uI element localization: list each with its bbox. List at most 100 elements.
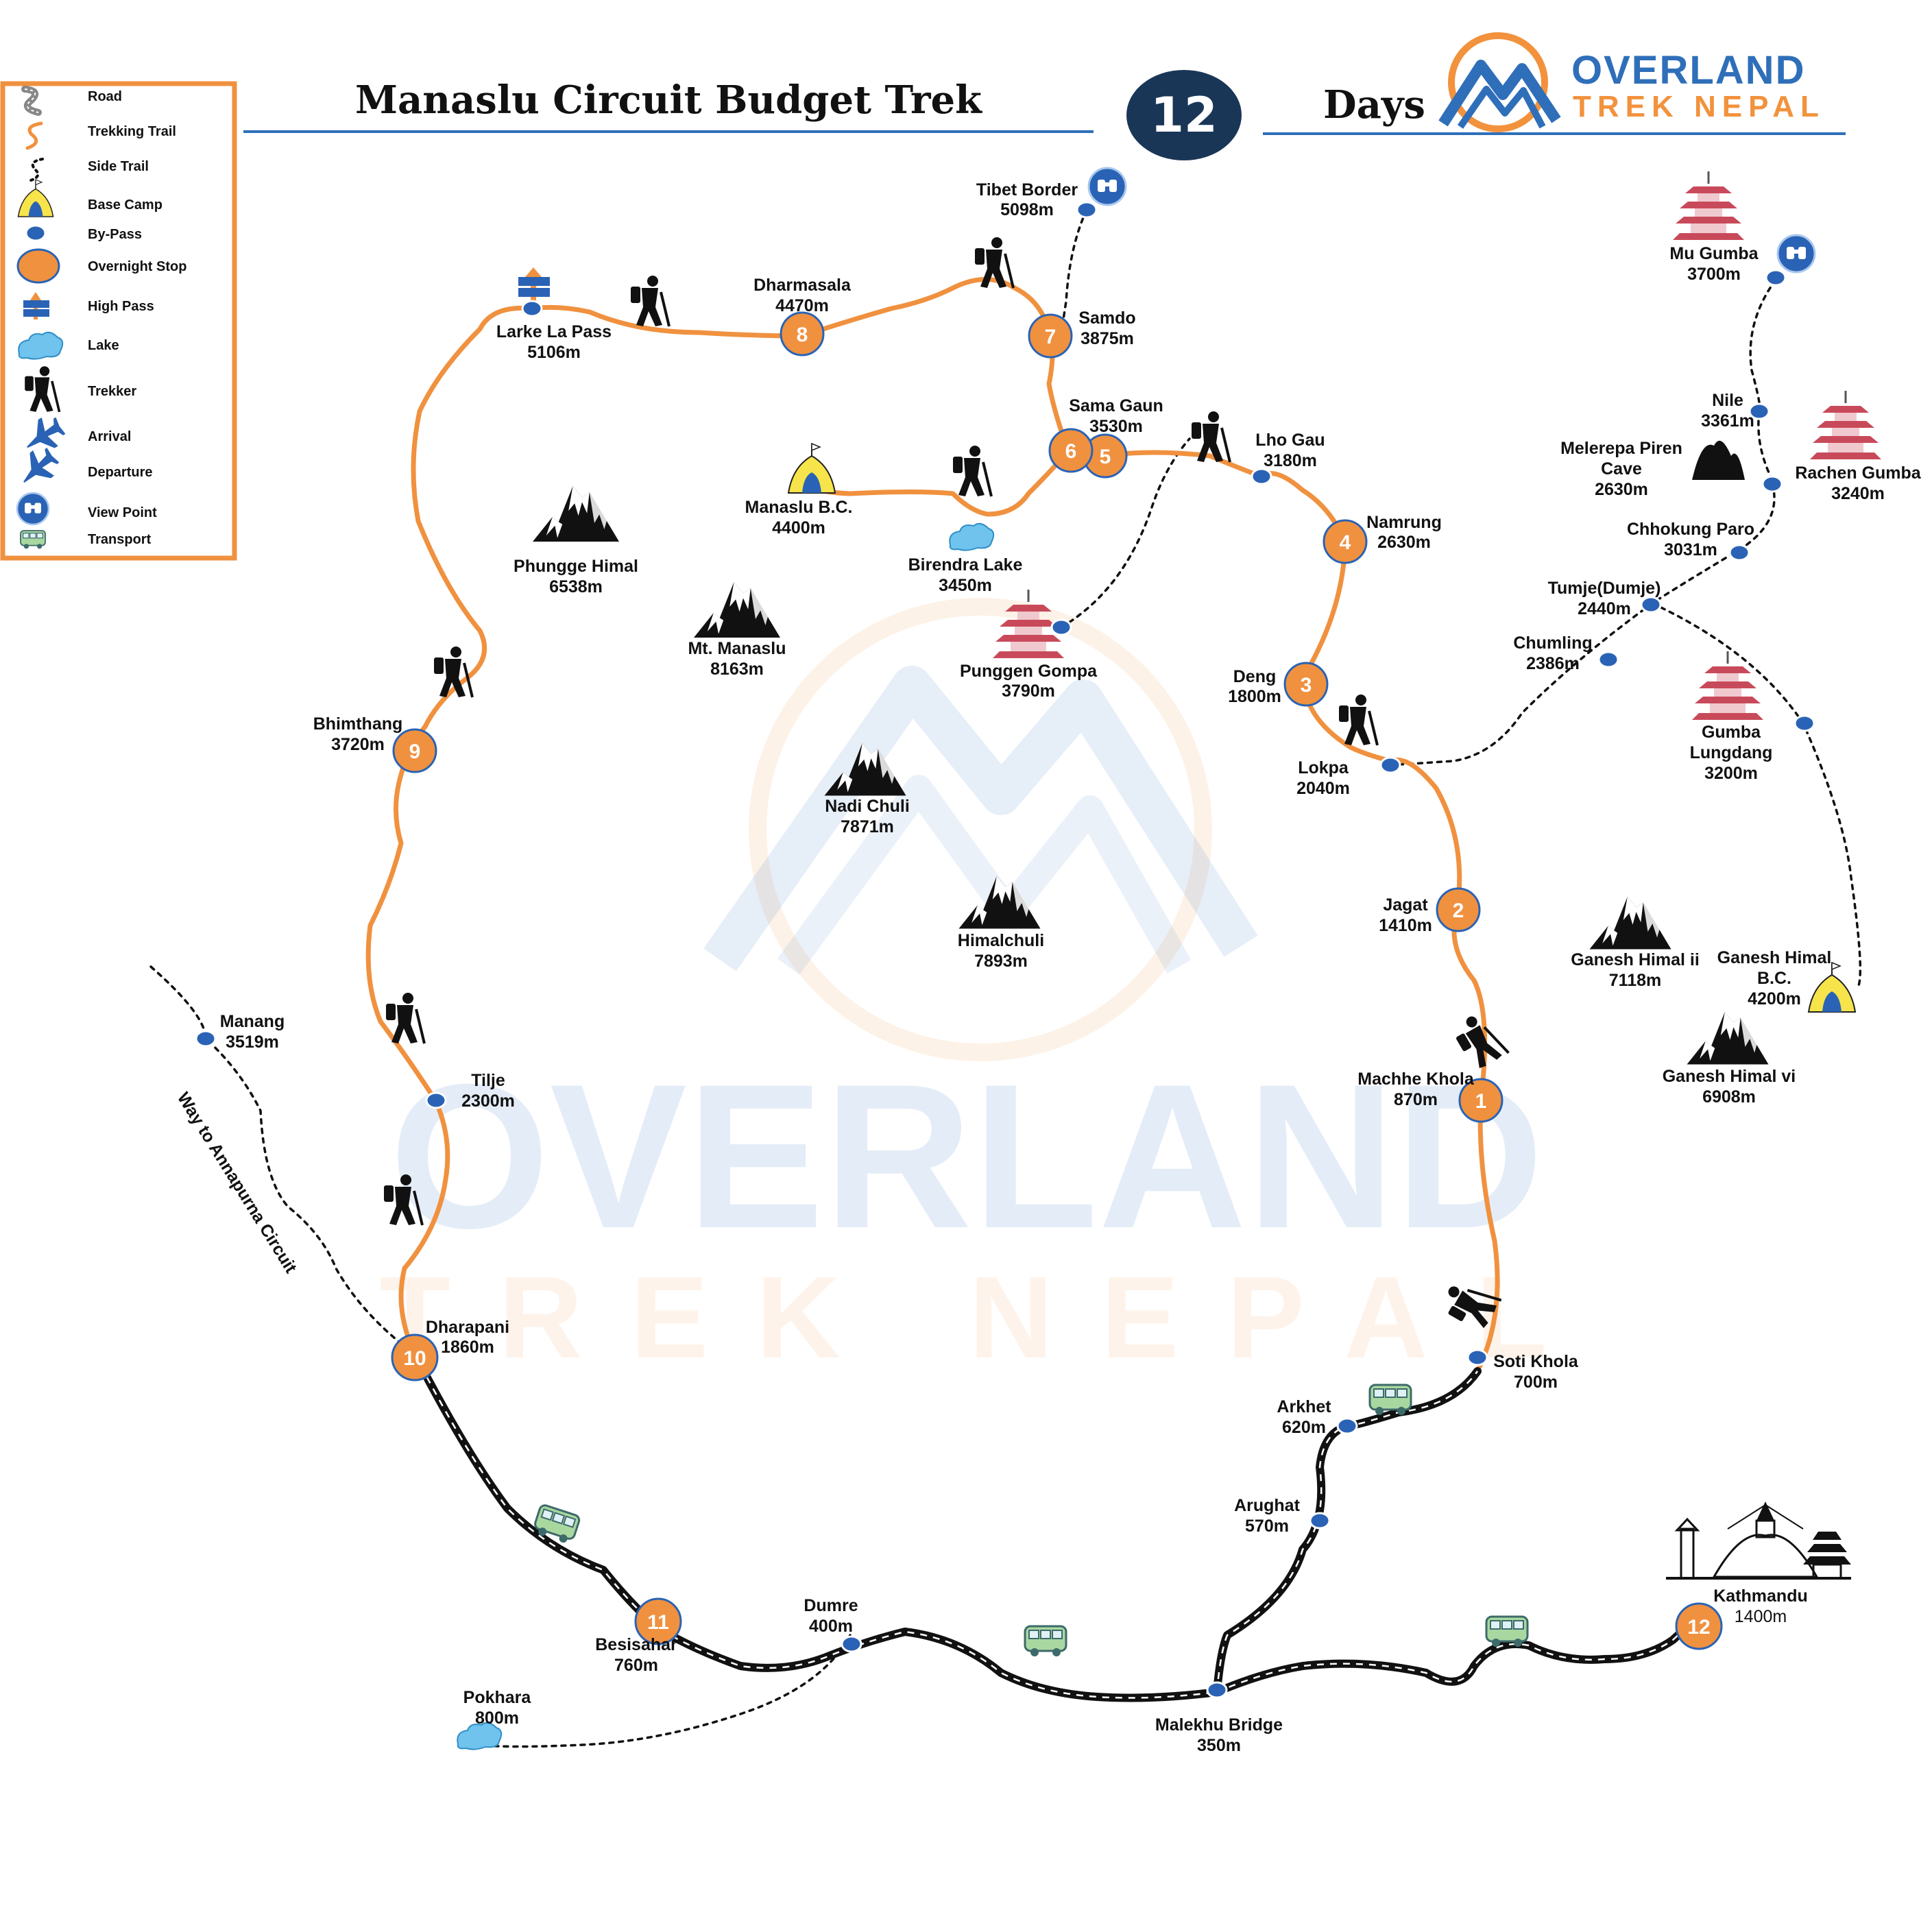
by-pass-marker — [521, 300, 543, 317]
by-pass-marker — [425, 1091, 447, 1109]
overnight-stop-1[interactable]: 1 — [1458, 1078, 1504, 1123]
place-altitude: 3790m — [1002, 681, 1055, 701]
place-name: Deng — [1233, 667, 1277, 686]
legend-label: Base Camp — [88, 197, 162, 213]
place-name: Melerepa Piren — [1560, 439, 1682, 458]
place-name: Ganesh Himal — [1717, 948, 1832, 967]
view-point-icon — [16, 492, 50, 526]
place-name: Samdo — [1078, 309, 1135, 328]
by-pass-marker — [195, 1030, 217, 1048]
high-pass-icon — [518, 267, 550, 306]
place-altitude: 5106m — [527, 343, 581, 362]
place-altitude: 1860m — [441, 1338, 494, 1357]
gompa-icon — [1671, 170, 1746, 241]
place-altitude: 3720m — [331, 735, 385, 754]
stop-number: 9 — [409, 740, 421, 763]
peak-name: Nadi Chuli — [825, 797, 910, 816]
peak-name: Ganesh Himal vi — [1663, 1067, 1796, 1086]
overnight-stop-9[interactable]: 9 — [392, 728, 437, 773]
gompa-icon — [1809, 389, 1883, 461]
lake-icon — [949, 522, 995, 551]
place-name: Gumba — [1702, 723, 1761, 742]
by-pass-marker — [1206, 1681, 1228, 1699]
by-pass-marker — [1640, 596, 1662, 614]
by-pass-marker — [841, 1635, 862, 1653]
overnight-stop-3[interactable]: 3 — [1283, 662, 1329, 707]
stop-number: 5 — [1100, 446, 1111, 468]
place-name: Dharmasala — [753, 276, 852, 295]
place-name: Machhe Khola — [1357, 1070, 1475, 1089]
view-point-icon — [1776, 234, 1816, 274]
place-altitude: 3450m — [939, 576, 992, 595]
watermark: OVERLAND TREK NEPAL — [379, 598, 1595, 1383]
place-name: Cave — [1601, 459, 1642, 479]
peak-name: Mt. Manaslu — [688, 639, 786, 658]
place-name: Dharapani — [426, 1318, 509, 1337]
place-altitude: 4470m — [775, 296, 829, 315]
overnight-stop-7[interactable]: 7 — [1028, 313, 1073, 359]
place-name: Chumling — [1513, 633, 1592, 653]
place-altitude: 4400m — [772, 518, 825, 538]
overnight-stop-6[interactable]: 6 — [1048, 428, 1094, 473]
place-altitude: 3200m — [1704, 764, 1758, 783]
watermark-bottom: TREK NEPAL — [379, 1253, 1595, 1383]
place-altitude: 2386m — [1526, 654, 1580, 673]
place-name: Arughat — [1234, 1496, 1301, 1515]
by-pass-marker — [1309, 1512, 1331, 1530]
peak-icon — [1589, 897, 1671, 950]
place-altitude: 3875m — [1080, 329, 1134, 348]
overnight-stop-5[interactable]: 5 — [1083, 433, 1128, 479]
trekker-icon — [629, 274, 671, 328]
watermark-top: OVERLAND — [389, 1041, 1543, 1271]
peak-altitude: 7118m — [1609, 971, 1661, 990]
legend-label: By-Pass — [88, 227, 142, 242]
place-name: Pokhara — [463, 1688, 532, 1707]
place-altitude: 4200m — [1748, 989, 1801, 1009]
place-altitude: 3031m — [1664, 540, 1717, 559]
overnight-stop-icon — [16, 248, 60, 284]
place-altitude: 800m — [475, 1708, 519, 1728]
overnight-stop-11[interactable]: 11 — [634, 1597, 682, 1645]
overnight-stop-10[interactable]: 10 — [391, 1333, 439, 1381]
legend-label: High Pass — [88, 299, 154, 314]
peak-icon — [533, 486, 619, 542]
legend-label: Lake — [88, 338, 119, 353]
place-altitude: 760m — [614, 1656, 658, 1675]
place-name: Besisahar — [595, 1635, 677, 1654]
legend-label: Trekking Trail — [88, 124, 176, 139]
overnight-stop-4[interactable]: 4 — [1323, 519, 1368, 564]
transport-icon — [20, 530, 46, 550]
overnight-stop-2[interactable]: 2 — [1436, 887, 1481, 932]
place-name: Soti Khola — [1493, 1352, 1579, 1371]
place-name: Mu Gumba — [1669, 244, 1759, 263]
by-pass-marker — [1765, 269, 1787, 287]
place-altitude: 870m — [1394, 1090, 1438, 1109]
place-name: Manaslu B.C. — [745, 498, 853, 517]
by-pass-marker — [1728, 544, 1750, 562]
legend-label: View Point — [88, 505, 157, 520]
place-name: Punggen Gompa — [960, 662, 1098, 681]
overnight-stop-12[interactable]: 12 — [1675, 1602, 1723, 1650]
high-pass-icon — [23, 292, 49, 319]
peak-name: Himalchuli — [958, 931, 1044, 950]
days-badge — [1126, 70, 1242, 160]
by-pass-marker — [1050, 618, 1072, 636]
place-name: Rachen Gumba — [1795, 463, 1921, 483]
stop-number: 2 — [1453, 899, 1464, 922]
place-name: Manang — [220, 1012, 285, 1031]
place-name: Dumre — [804, 1596, 858, 1615]
overnight-stop-8[interactable]: 8 — [780, 311, 825, 357]
stop-number: 3 — [1301, 674, 1312, 697]
stop-number: 1 — [1475, 1090, 1487, 1113]
peak-altitude: 6538m — [549, 577, 603, 596]
legend: Road Trekking Trail Side Trail Base Camp… — [0, 81, 237, 561]
place-name: Malekhu Bridge — [1155, 1715, 1283, 1735]
annapurna-note: Way to Annapurna Circuit — [173, 1089, 301, 1277]
place-name: Tibet Border — [976, 180, 1078, 200]
brand-logo-icon — [1438, 32, 1561, 132]
base-camp-icon — [788, 443, 836, 494]
legend-label: Transport — [88, 532, 152, 547]
place-altitude: 2630m — [1595, 480, 1648, 499]
stop-number: 11 — [647, 1611, 669, 1634]
by-pass-icon — [25, 224, 47, 242]
